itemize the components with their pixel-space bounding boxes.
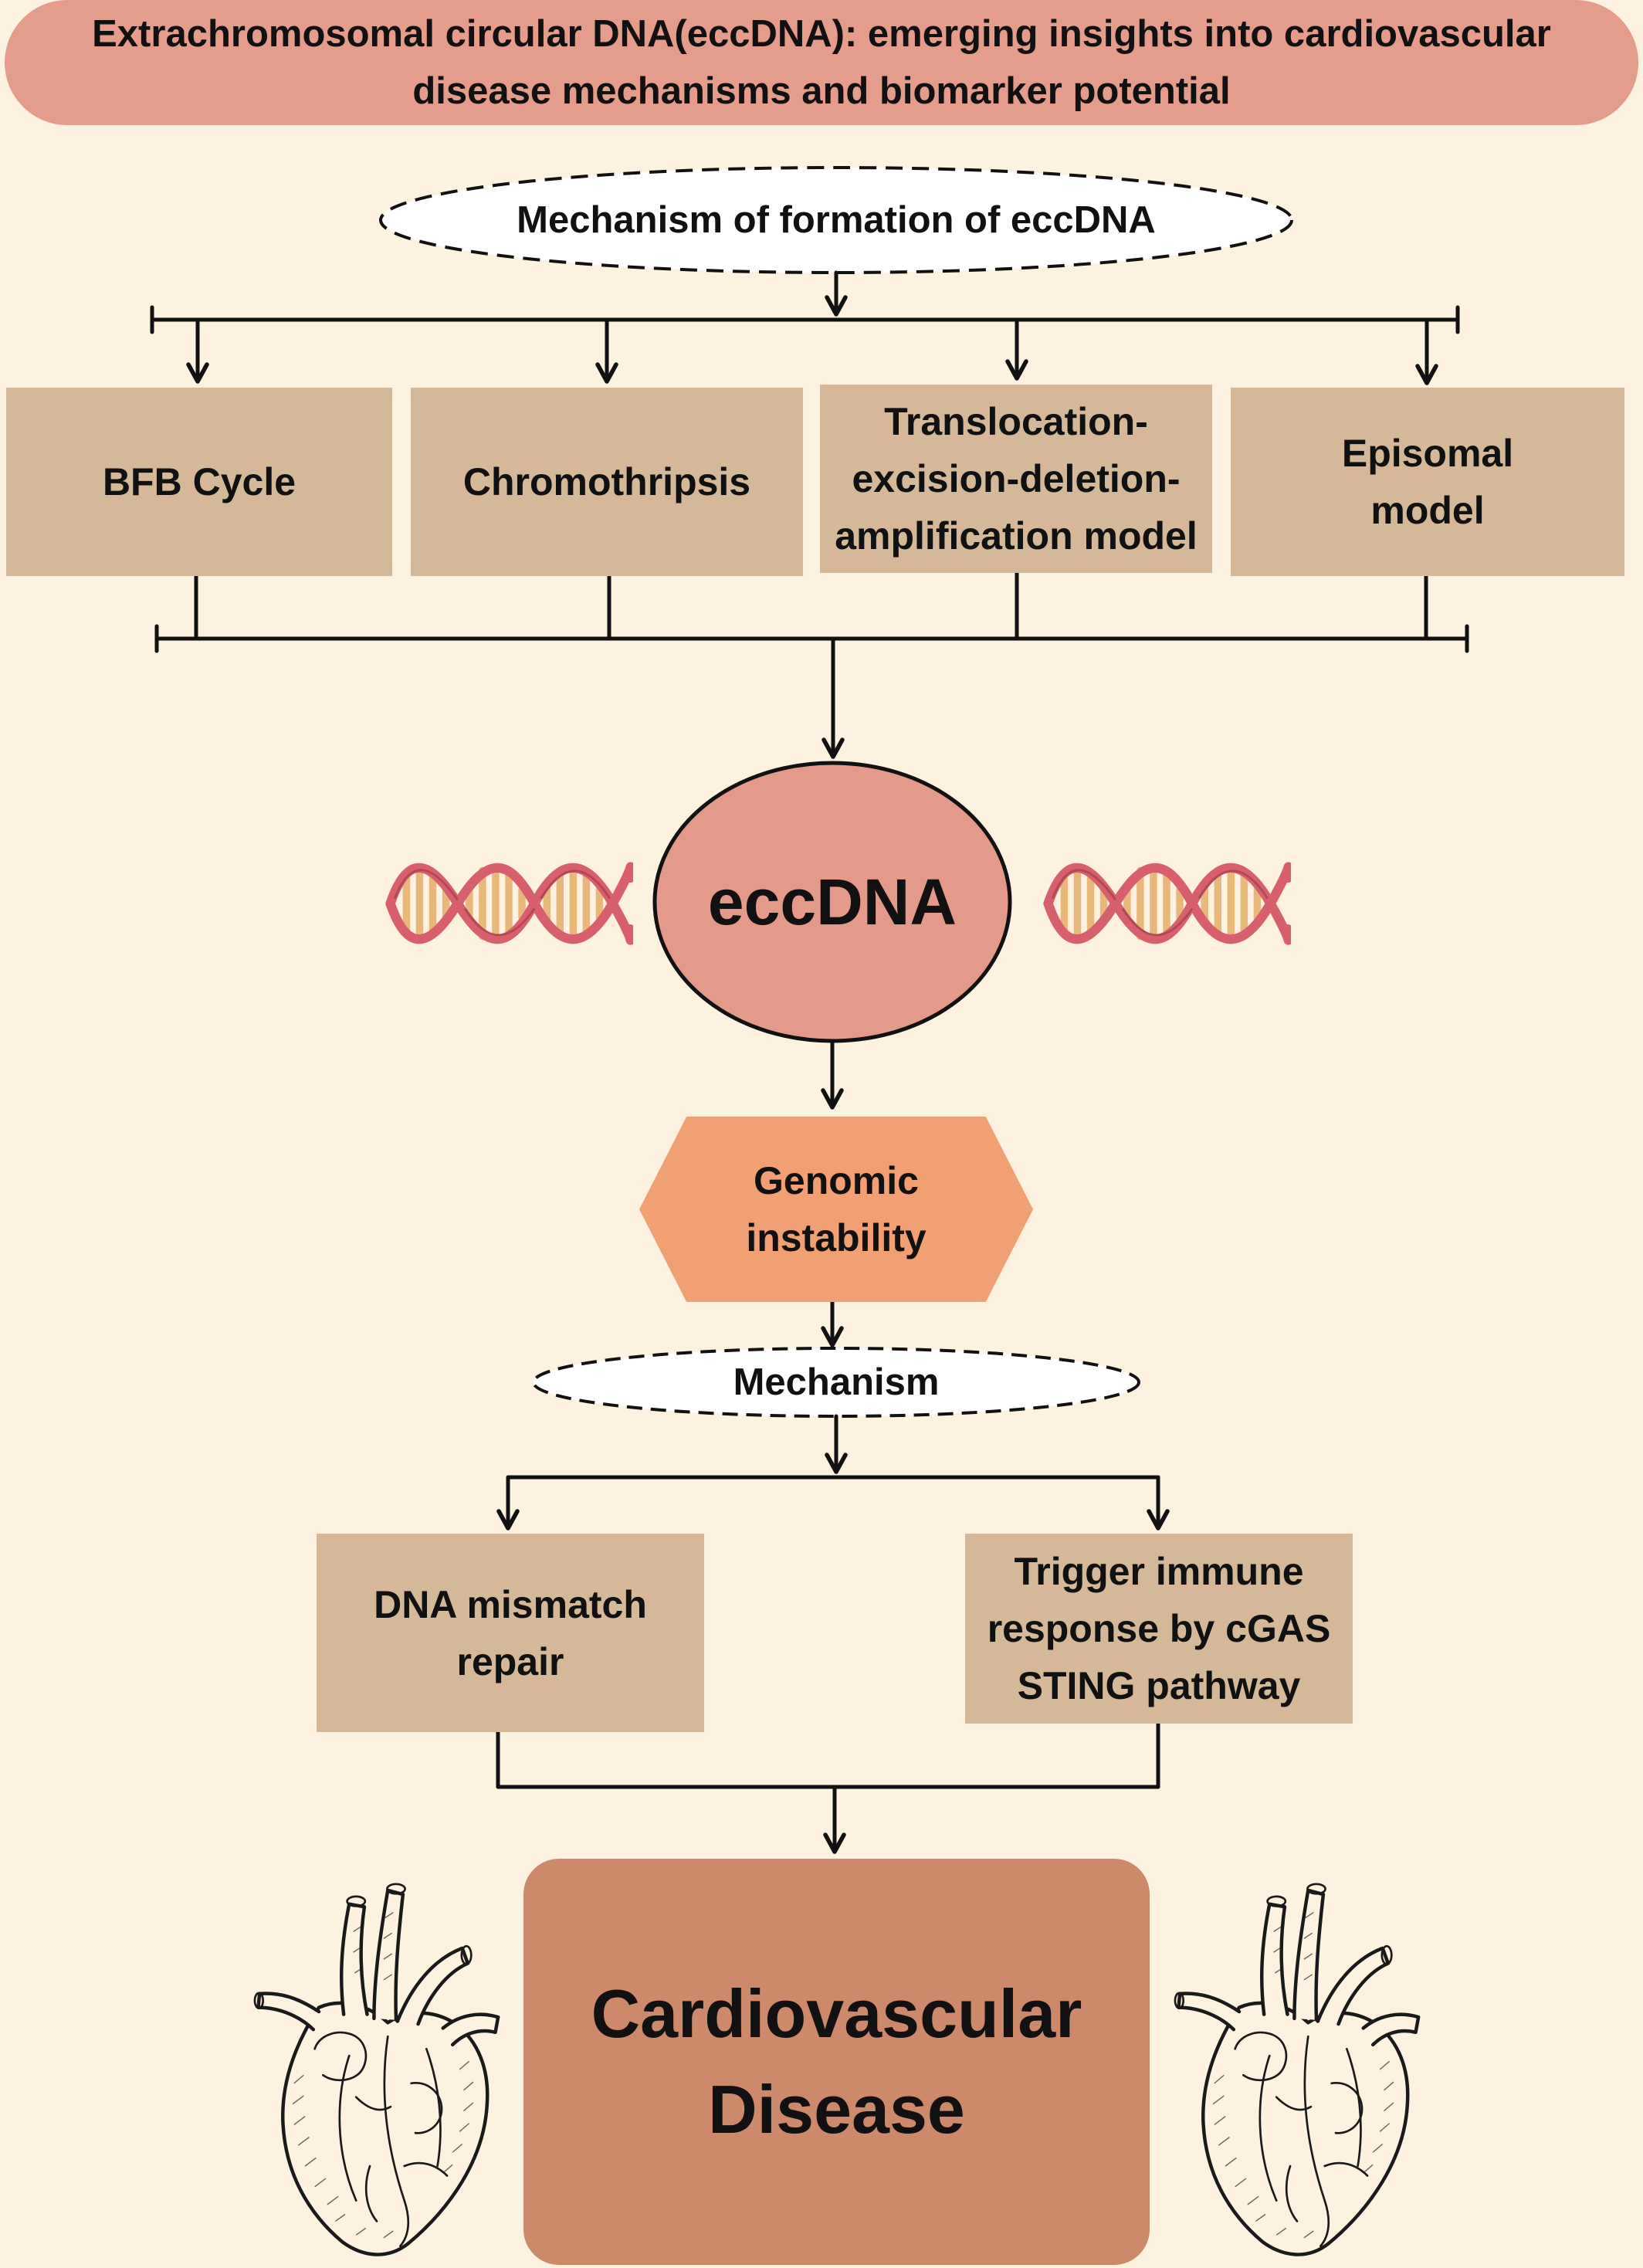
model-box-episomal: Episomal model (1231, 388, 1624, 576)
dna-helix-icon (391, 867, 631, 941)
dna-helix-icon (1048, 867, 1289, 941)
model-label: Translocation- excision-deletion- amplif… (835, 400, 1198, 558)
mechanism-header: Mechanism (534, 1348, 1139, 1416)
model-label: BFB Cycle (102, 460, 296, 503)
model-box-bfb-cycle: BFB Cycle (6, 388, 392, 576)
mechanism-collection-bus (496, 1721, 1160, 1854)
eccdna-node: eccDNA (655, 763, 1010, 1041)
mechanism-label: Trigger immune response by cGAS STING pa… (987, 1550, 1331, 1707)
mechanism-box-cgas-sting: Trigger immune response by cGAS STING pa… (965, 1534, 1353, 1724)
mechanism-header-label: Mechanism (733, 1361, 940, 1403)
model-label: Chromothripsis (462, 460, 751, 503)
eccdna-label: eccDNA (707, 865, 957, 938)
mechanism-header-oval (532, 1347, 1140, 1418)
human-heart-icon (255, 1884, 498, 2255)
model-label: Episomal model (1341, 432, 1514, 532)
mechanism-label: DNA mismatch repair (374, 1582, 647, 1683)
genomic-instability-label: Genomic instability (746, 1159, 927, 1259)
model-box-translocation-excision-deletion-amplification: Translocation- excision-deletion- amplif… (820, 385, 1212, 573)
formation-distribution-bus (150, 270, 1460, 385)
diagram-title: Extrachromosomal circular DNA(eccDNA): e… (92, 13, 1551, 112)
cardiovascular-disease-node: Cardiovascular Disease (523, 1859, 1150, 2265)
formation-collection-bus (154, 571, 1469, 759)
formation-header-label: Mechanism of formation of eccDNA (517, 199, 1156, 241)
human-heart-icon (1175, 1884, 1418, 2255)
mechanism-box-dna-mismatch-repair: DNA mismatch repair (317, 1534, 704, 1732)
genomic-instability-node: Genomic instability (639, 1117, 1033, 1302)
model-box-chromothripsis: Chromothripsis (411, 388, 803, 576)
formation-header-oval (379, 166, 1293, 274)
title-banner: Extrachromosomal circular DNA(eccDNA): e… (5, 0, 1638, 125)
mechanism-distribution-bus (496, 1414, 1170, 1531)
formation-header: Mechanism of formation of eccDNA (381, 168, 1292, 273)
cardiovascular-disease-label: Cardiovascular Disease (591, 1975, 1082, 2148)
